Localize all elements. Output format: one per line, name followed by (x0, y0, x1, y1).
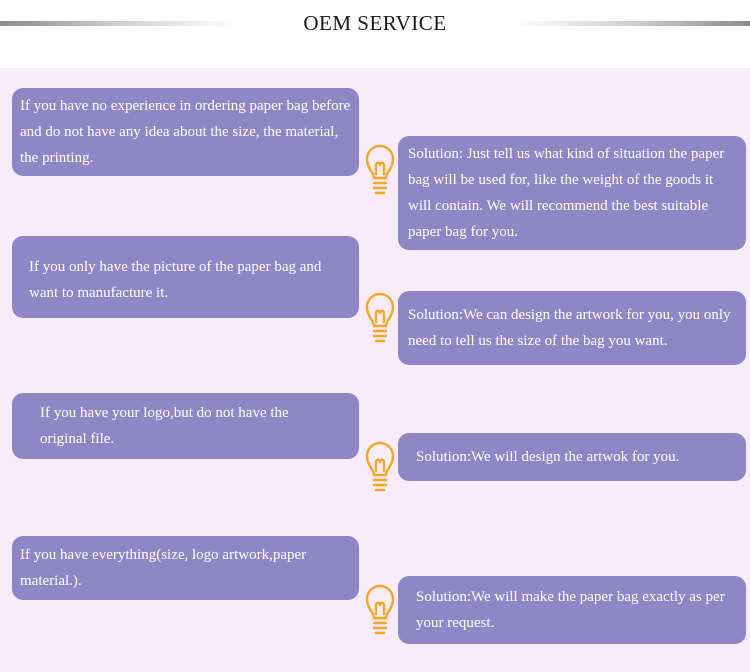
page-title: OEM SERVICE (303, 11, 447, 35)
header: OEM SERVICE (0, 0, 750, 68)
question-bubble-1: If you have no experience in ordering pa… (12, 88, 359, 176)
lightbulb-icon (365, 584, 395, 635)
solution-bubble-2: Solution:We can design the artwork for y… (398, 291, 746, 365)
question-bubble-3: If you have your logo,but do not have th… (12, 393, 359, 459)
question-bubble-2: If you only have the picture of the pape… (12, 236, 359, 318)
header-rule-left (0, 21, 235, 26)
lightbulb-icon (365, 144, 395, 195)
solution-bubble-1: Solution: Just tell us what kind of situ… (398, 136, 746, 250)
question-bubble-4: If you have everything(size, logo artwor… (12, 536, 359, 600)
lightbulb-icon (365, 292, 395, 343)
lightbulb-icon (365, 441, 395, 492)
solution-bubble-3: Solution:We will design the artwok for y… (398, 433, 746, 481)
header-rule-right (515, 21, 750, 26)
solution-bubble-4: Solution:We will make the paper bag exac… (398, 576, 746, 644)
